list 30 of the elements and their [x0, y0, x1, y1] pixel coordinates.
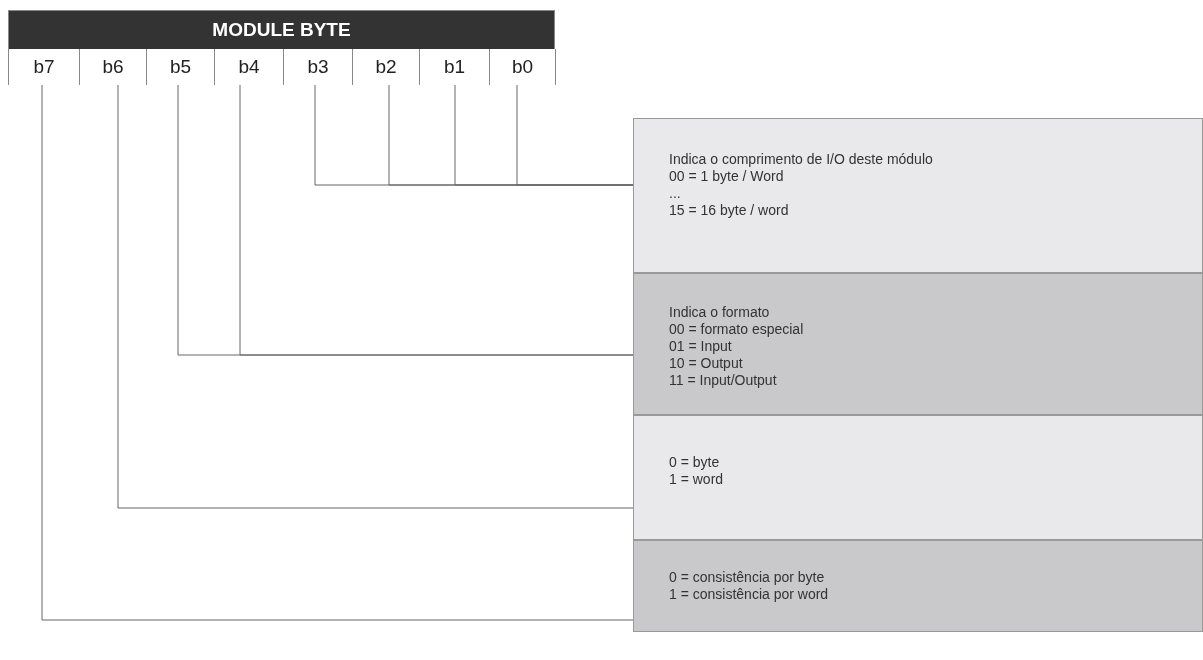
- description-text: 15 = 16 byte / word: [669, 202, 790, 219]
- description-panel: [633, 540, 1203, 632]
- description-text: Indica o comprimento de I/O deste módulo: [669, 151, 934, 168]
- bit-cell: b7: [9, 49, 80, 85]
- description-panel: [633, 415, 1203, 540]
- description-text: ...: [669, 185, 682, 202]
- description-text: 00 = formato especial: [669, 321, 805, 338]
- connector-line: [516, 84, 634, 186]
- bit-cell: b0: [490, 49, 556, 85]
- header-bar: MODULE BYTE: [9, 11, 554, 49]
- description-panel: [633, 118, 1203, 273]
- description-text: Indica o formato: [669, 304, 771, 321]
- description-panel: [633, 273, 1203, 415]
- bit-cell: b2: [353, 49, 420, 85]
- bit-cell: b1: [420, 49, 490, 85]
- description-text: 10 = Output: [669, 355, 744, 372]
- connector-line: [117, 84, 634, 509]
- description-text: 1 = consistência por word: [669, 586, 830, 603]
- description-text: 0 = byte: [669, 454, 721, 471]
- bit-cell: b6: [80, 49, 147, 85]
- connector-line: [41, 84, 634, 621]
- description-text: 00 = 1 byte / Word: [669, 168, 785, 185]
- description-text: 1 = word: [669, 471, 725, 488]
- description-text: 01 = Input: [669, 338, 733, 355]
- bit-cell: b4: [215, 49, 284, 85]
- bit-cell: b3: [284, 49, 353, 85]
- register-table: [8, 10, 555, 85]
- description-text: 0 = consistência por byte: [669, 569, 826, 586]
- description-text: 11 = Input/Output: [669, 372, 778, 389]
- bit-cell: b5: [147, 49, 215, 85]
